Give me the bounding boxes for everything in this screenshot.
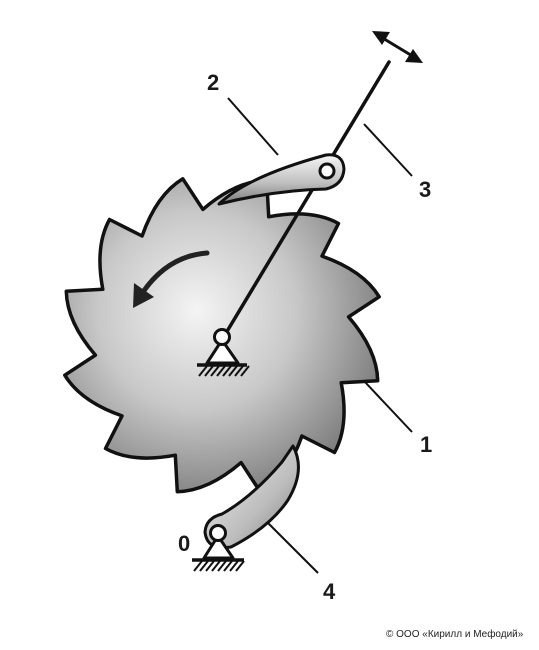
label-fixed-pivot-0: 0 bbox=[178, 531, 191, 556]
label-pawl-2: 2 bbox=[207, 70, 220, 95]
leader-lines bbox=[227, 97, 413, 574]
fixed-support-icon bbox=[198, 365, 250, 377]
leader-line-3 bbox=[363, 123, 413, 177]
copyright-text: © ООО «Кирилл и Мефодий» bbox=[386, 629, 524, 640]
leader-line-1 bbox=[363, 380, 413, 433]
label-lever-3: 3 bbox=[419, 177, 432, 202]
label-wheel-1: 1 bbox=[420, 432, 433, 457]
pawl-hinge-icon bbox=[318, 162, 336, 180]
label-pawl-4: 4 bbox=[323, 579, 336, 604]
fixed-support-icon bbox=[193, 560, 245, 572]
leader-line-2 bbox=[227, 97, 279, 156]
double-arrow-icon bbox=[372, 31, 423, 63]
lower-pivot-support bbox=[192, 524, 245, 572]
leader-line-4 bbox=[267, 522, 319, 574]
wheel-pivot-support bbox=[197, 328, 250, 377]
rotation-arrow-icon bbox=[133, 250, 210, 308]
lever-rod bbox=[221, 60, 391, 340]
upper-pawl bbox=[217, 153, 346, 206]
